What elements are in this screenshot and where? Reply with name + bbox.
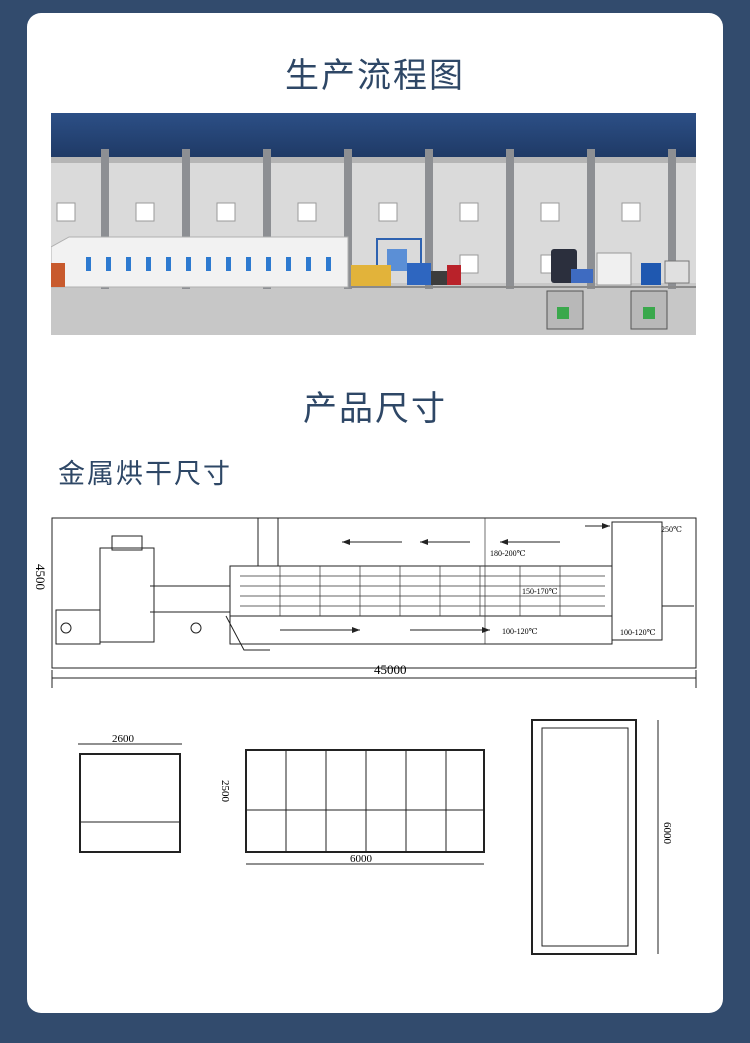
section-title-production-flow: 生产流程图 — [285, 56, 465, 96]
subsection-title-metal-drying-size: 金属烘干尺寸 — [58, 459, 232, 490]
dim-main-length: 45000 — [374, 662, 407, 677]
side-view-drawing: 2600 — [78, 733, 182, 853]
floor — [51, 283, 696, 335]
label-temp-lower: 100-120℃ — [502, 627, 538, 636]
dim-front-width: 6000 — [350, 853, 373, 865]
dim-front-height: 2500 — [219, 780, 231, 803]
oven-elevation-drawing: 250℃ 180-200℃ 150-170℃ 100-120℃ 100-120℃… — [33, 517, 697, 688]
dim-top-length: 6000 — [661, 822, 673, 845]
dim-side-width: 2600 — [112, 733, 135, 745]
label-temp-top: 250℃ — [661, 525, 682, 534]
section-title-product-size: 产品尺寸 — [303, 389, 447, 429]
roof — [51, 113, 696, 157]
label-temp-upper: 180-200℃ — [490, 549, 526, 558]
dim-main-height: 4500 — [33, 564, 48, 590]
label-temp-mid: 150-170℃ — [522, 587, 558, 596]
production-line-illustration — [51, 113, 696, 335]
label-temp-right: 100-120℃ — [620, 628, 656, 637]
top-view-drawing: 6000 — [531, 719, 673, 955]
front-view-drawing: 2500 6000 — [219, 749, 485, 865]
